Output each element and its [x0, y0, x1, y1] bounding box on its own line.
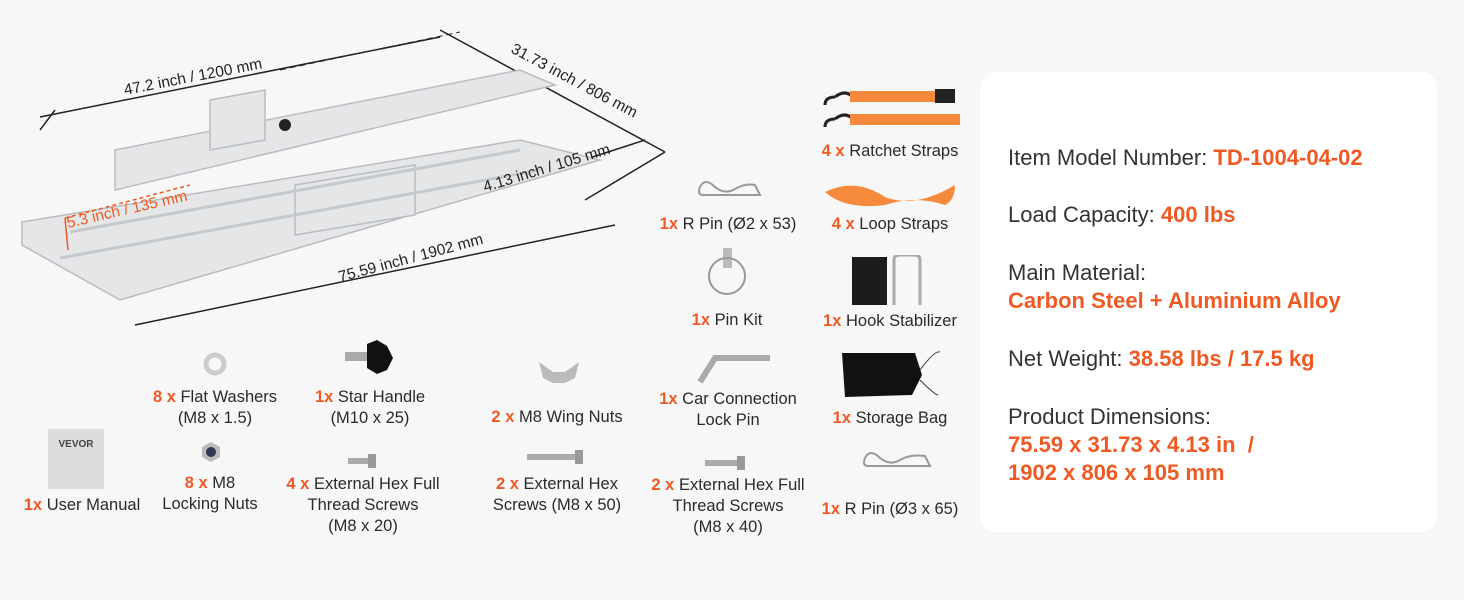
label: Main Material:: [1008, 260, 1147, 285]
name: M8: [212, 474, 236, 492]
label: Load Capacity:: [1008, 202, 1155, 227]
star-handle-icon: [345, 340, 393, 374]
name: Storage Bag: [855, 409, 948, 427]
item-loop-straps: 4 x Loop Straps: [832, 214, 949, 235]
name: Ratchet Straps: [849, 142, 959, 160]
overall-length-label: 75.59 inch / 1902 mm: [337, 231, 485, 286]
item-r-pin-small: 1x R Pin (Ø2 x 53): [660, 214, 797, 235]
qty: 1x: [821, 500, 841, 518]
qty: 1x: [691, 311, 711, 329]
sub: Locking Nuts: [162, 495, 258, 513]
name: User Manual: [46, 496, 141, 514]
sub: Screws (M8 x 50): [492, 496, 622, 514]
hex-screw-m8x50-icon: [527, 450, 583, 464]
sub: Thread Screws: [307, 496, 419, 514]
item-user-manual: 1x User Manual: [24, 495, 141, 516]
label: Item Model Number:: [1008, 145, 1208, 170]
qty: 8 x: [184, 474, 208, 492]
name: M8 Wing Nuts: [518, 408, 623, 426]
qty: 8 x: [152, 388, 176, 406]
storage-bag-icon: [842, 351, 940, 397]
spec-model: Item Model Number: TD-1004-04-02: [1008, 144, 1363, 172]
wing-nut-icon: [539, 362, 579, 383]
qty: 2 x: [495, 475, 519, 493]
hook-stabilizer-icon: [852, 255, 922, 305]
value: 38.58 lbs / 17.5 kg: [1128, 346, 1315, 371]
sub2: (M8 x 20): [328, 517, 398, 535]
item-ratchet-straps: 4 x Ratchet Straps: [822, 141, 959, 162]
item-star-handle: 1x Star Handle (M10 x 25): [315, 387, 425, 429]
name: Star Handle: [337, 388, 426, 406]
qty: 4 x: [821, 142, 845, 160]
name: R Pin (Ø2 x 53): [682, 215, 797, 233]
qty: 1x: [659, 390, 678, 408]
locking-nut-icon: [202, 442, 220, 462]
value: TD-1004-04-02: [1213, 145, 1363, 170]
sub: Lock Pin: [696, 411, 760, 429]
name: Pin Kit: [714, 311, 763, 329]
qty: 1x: [314, 388, 334, 406]
qty: 2 x: [491, 408, 515, 426]
carrier-frame: [21, 69, 603, 301]
qty: 4 x: [831, 215, 855, 233]
name: Hook Stabilizer: [845, 312, 957, 330]
spec-card: Item Model Number: TD-1004-04-02 Load Ca…: [980, 72, 1437, 532]
label: Net Weight:: [1008, 346, 1123, 371]
label: Product Dimensions:: [1008, 404, 1211, 429]
name: Flat Washers: [180, 388, 278, 406]
qty: 1x: [659, 215, 679, 233]
spec-material: Main Material: Carbon Steel + Aluminium A…: [1008, 259, 1341, 315]
name: Loop Straps: [859, 215, 949, 233]
value-mm: 1902 x 806 x 105 mm: [1008, 460, 1225, 485]
name: Car Connection: [682, 390, 797, 408]
manual-icon: VEVOR: [48, 429, 104, 489]
name: R Pin (Ø3 x 65): [844, 500, 959, 518]
lock-pin-icon: [697, 355, 770, 384]
flat-washer-icon: [203, 352, 227, 376]
r-pin-large-icon: [863, 452, 932, 467]
ratchet-strap-icon: [823, 89, 960, 128]
item-wing-nuts: 2 x M8 Wing Nuts: [491, 407, 622, 428]
qty: 1x: [832, 409, 852, 427]
qty: 2 x: [651, 476, 675, 494]
sub: (M10 x 25): [330, 409, 410, 427]
value: Carbon Steel + Aluminium Alloy: [1008, 288, 1341, 313]
name: External Hex Full: [313, 475, 440, 493]
item-flat-washers: 8 x Flat Washers (M8 x 1.5): [153, 387, 277, 429]
name: External Hex: [523, 475, 618, 493]
item-pin-kit: 1x Pin Kit: [692, 310, 763, 331]
spec-load: Load Capacity: 400 lbs: [1008, 201, 1236, 229]
sub: (M8 x 1.5): [177, 409, 253, 427]
value-in: 75.59 x 31.73 x 4.13 in /: [1008, 432, 1254, 457]
qty: 1x: [23, 496, 43, 514]
sub: Thread Screws: [672, 497, 784, 515]
hex-screw-m8x40-icon: [705, 456, 745, 470]
spec-dimensions: Product Dimensions: 75.59 x 31.73 x 4.13 …: [1008, 403, 1254, 487]
qty: 1x: [823, 312, 842, 330]
r-pin-icon: [698, 181, 762, 196]
value: 400 lbs: [1160, 202, 1236, 227]
manual-logo: VEVOR: [58, 439, 94, 450]
carrier-diagram: 47.2 inch / 1200 mm 31.73 inch / 806 mm …: [21, 29, 666, 326]
spec-weight: Net Weight: 38.58 lbs / 17.5 kg: [1008, 345, 1315, 373]
hex-screw-m8x20-icon: [348, 454, 376, 468]
loop-strap-icon: [825, 185, 955, 207]
item-r-pin-large: 1x R Pin (Ø3 x 65): [822, 499, 959, 520]
item-hook-stabilizer: 1x Hook Stabilizer: [823, 311, 957, 332]
pin-kit-icon: [708, 248, 746, 295]
sub2: (M8 x 40): [693, 518, 763, 536]
name: External Hex Full: [678, 476, 805, 494]
item-storage-bag: 1x Storage Bag: [833, 408, 948, 429]
qty: 4 x: [286, 475, 310, 493]
